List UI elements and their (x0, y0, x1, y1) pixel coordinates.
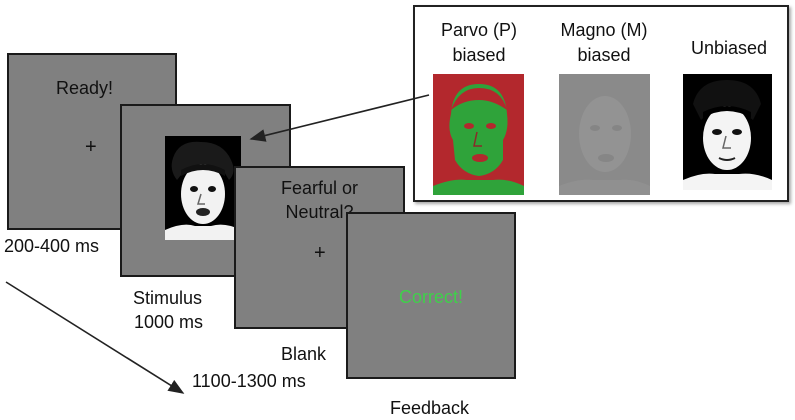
magno-biased-face-image (559, 74, 650, 195)
stimulus-face-image (165, 136, 241, 240)
feedback-screen: Correct! (346, 212, 516, 379)
unbiased-face-image (683, 74, 772, 190)
question-fixation-cross: + (314, 242, 326, 264)
stimulus-duration-label: 1000 ms (134, 312, 204, 332)
stimulus-name-label: Stimulus (133, 288, 203, 308)
magno-label-line2: biased (577, 45, 631, 65)
blank-name-label: Blank (281, 344, 327, 364)
question-line1: Fearful or (280, 178, 359, 198)
parvo-label-line2: biased (452, 45, 506, 65)
ready-text: Ready! (56, 78, 114, 98)
stimulus-conditions-panel: Parvo (P) biased Magno (M) biased Unbias… (413, 5, 789, 202)
unbiased-label: Unbiased (690, 38, 768, 58)
ready-fixation-cross: + (85, 136, 97, 158)
parvo-biased-face-image (433, 74, 524, 195)
feedback-text: Correct! (398, 287, 463, 307)
ready-duration-label: 200-400 ms (4, 236, 100, 256)
feedback-name-label: Feedback (390, 398, 470, 418)
parvo-label-line1: Parvo (P) (440, 20, 518, 40)
question-line2: Neutral? (285, 202, 354, 222)
magno-label-line1: Magno (M) (560, 20, 648, 40)
blank-duration-label: 1100-1300 ms (192, 371, 306, 391)
